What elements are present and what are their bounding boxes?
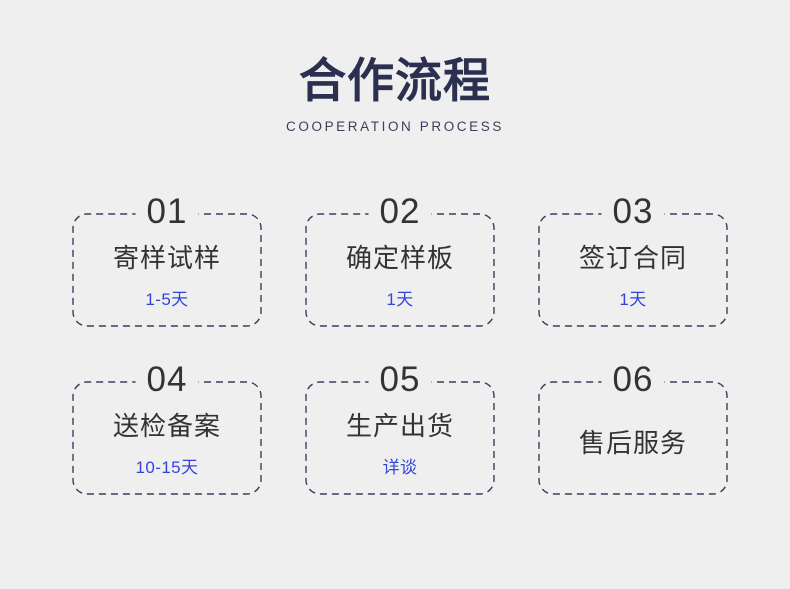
page-subtitle: COOPERATION PROCESS (286, 119, 504, 135)
step-body: 送检备案 10-15天 (72, 381, 262, 495)
process-step-card-02: 02 确定样板 1天 (305, 192, 495, 327)
step-duration: 10-15天 (135, 457, 199, 477)
process-step-grid: 01 寄样试样 1-5天 02 确定样板 1天 03 签订合同 (72, 192, 728, 495)
step-duration: 1天 (619, 289, 647, 309)
step-body: 售后服务 (538, 381, 728, 495)
step-title: 寄样试样 (112, 243, 221, 274)
step-duration: 详谈 (382, 457, 418, 477)
page-header: 合作流程 COOPERATION PROCESS (0, 0, 790, 135)
step-title: 确定样板 (345, 243, 454, 274)
step-title: 生产出货 (345, 411, 454, 442)
process-step-card-01: 01 寄样试样 1-5天 (72, 192, 262, 327)
process-step-card-04: 04 送检备案 10-15天 (72, 360, 262, 495)
step-number: 04 (135, 360, 199, 400)
step-number: 05 (368, 360, 432, 400)
step-number: 03 (601, 192, 665, 232)
process-step-card-06: 06 售后服务 (538, 360, 728, 495)
step-number: 06 (601, 360, 665, 400)
step-title: 签订合同 (578, 243, 687, 274)
process-step-card-05: 05 生产出货 详谈 (305, 360, 495, 495)
step-title: 售后服务 (578, 428, 687, 459)
step-body: 生产出货 详谈 (305, 381, 495, 495)
step-number: 02 (368, 192, 432, 232)
step-duration: 1天 (386, 289, 414, 309)
step-title: 送检备案 (112, 411, 221, 442)
page-title: 合作流程 (299, 54, 491, 107)
step-body: 确定样板 1天 (305, 213, 495, 327)
step-body: 寄样试样 1-5天 (72, 213, 262, 327)
step-body: 签订合同 1天 (538, 213, 728, 327)
step-number: 01 (135, 192, 199, 232)
process-step-card-03: 03 签订合同 1天 (538, 192, 728, 327)
step-duration: 1-5天 (145, 289, 189, 309)
